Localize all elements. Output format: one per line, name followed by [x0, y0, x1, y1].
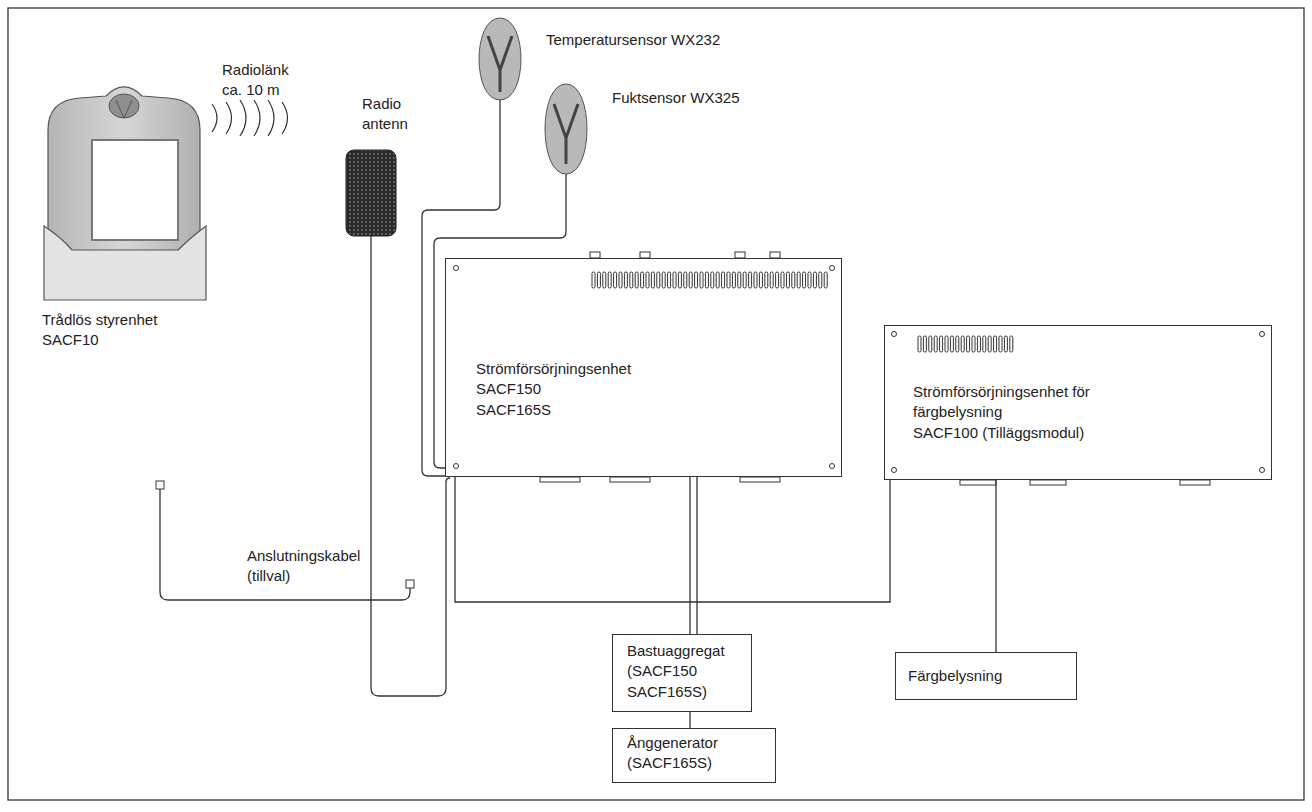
- box-text: Färgbelysning: [908, 666, 1066, 686]
- box-text: Bastuaggregat (SACF150 SACF165S): [627, 641, 725, 702]
- part-label: Trådlös styrenhet SACF10: [42, 310, 182, 351]
- part-label: Radio antenn: [362, 94, 408, 135]
- part-label: Fuktsensor WX325: [612, 88, 740, 108]
- cable-line: [689, 477, 690, 634]
- cable-line: [995, 480, 996, 652]
- cable-connector: [690, 477, 697, 634]
- power-unit-details: [454, 252, 1265, 485]
- radio-waves: [212, 100, 288, 136]
- unit-box: Ånggenerator (SACF165S): [612, 728, 776, 783]
- unit-box: Färgbelysning: [895, 652, 1077, 700]
- cable-connector: [455, 477, 890, 602]
- humidity-sensor: [434, 84, 587, 468]
- box-text: Ånggenerator (SACF165S): [627, 733, 718, 774]
- cable-line: [689, 712, 690, 728]
- cable-connector: [996, 480, 997, 652]
- cable-connector: [690, 712, 691, 728]
- controller-illustration: [44, 87, 414, 600]
- box-text: SACF150 SACF165S: [476, 379, 551, 420]
- box-text: Strömförsörjningsenhet: [476, 359, 831, 379]
- part-label: Radiolänk ca. 10 m: [222, 60, 308, 101]
- part-label: Anslutningskabel (tillval): [247, 546, 360, 587]
- unit-box: Strömförsörjningsenhet för färgbelysning…: [884, 325, 1272, 480]
- frame: [8, 8, 1304, 800]
- cable-line: [455, 477, 890, 602]
- part-label: Temperatursensor WX232: [546, 30, 720, 50]
- unit-box: StrömförsörjningsenhetSACF150 SACF165S: [445, 258, 842, 477]
- unit-box: Bastuaggregat (SACF150 SACF165S): [612, 634, 752, 712]
- box-text: SACF100 (Tilläggsmodul): [913, 423, 1261, 443]
- cable-line: [696, 477, 697, 634]
- box-text: Strömförsörjningsenhet för färgbelysning: [913, 382, 1119, 423]
